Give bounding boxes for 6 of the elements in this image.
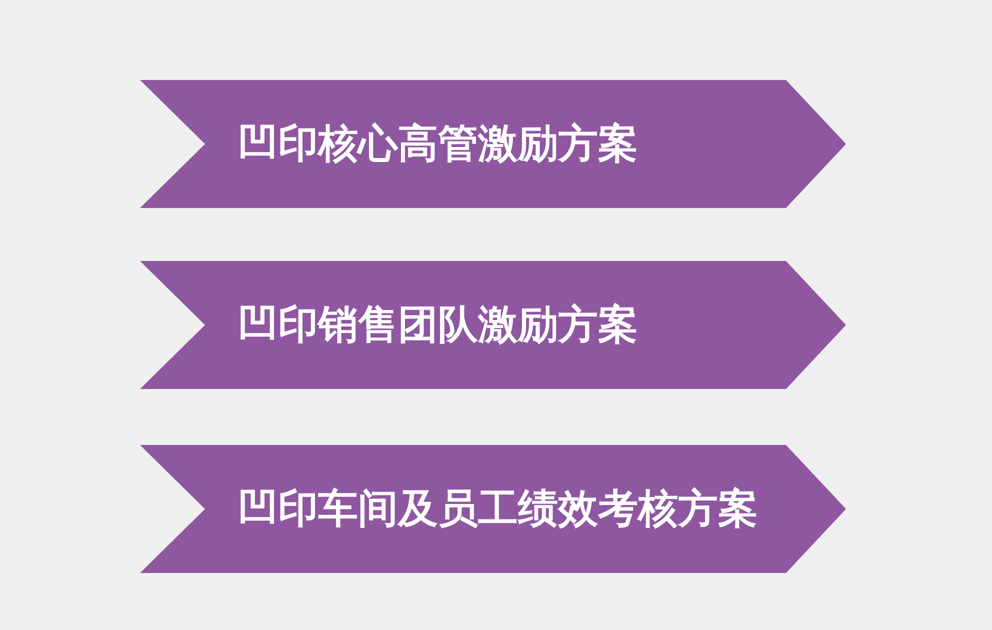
chevron-arrow-shape [140,261,846,389]
chevron-title: 凹印核心高管激励方案 [238,120,638,169]
chevron-title: 凹印销售团队激励方案 [238,301,638,350]
chevron-title: 凹印车间及员工绩效考核方案 [238,485,758,534]
chevron-arrow-shape [140,445,846,573]
chevron-arrow-shape [140,80,846,208]
